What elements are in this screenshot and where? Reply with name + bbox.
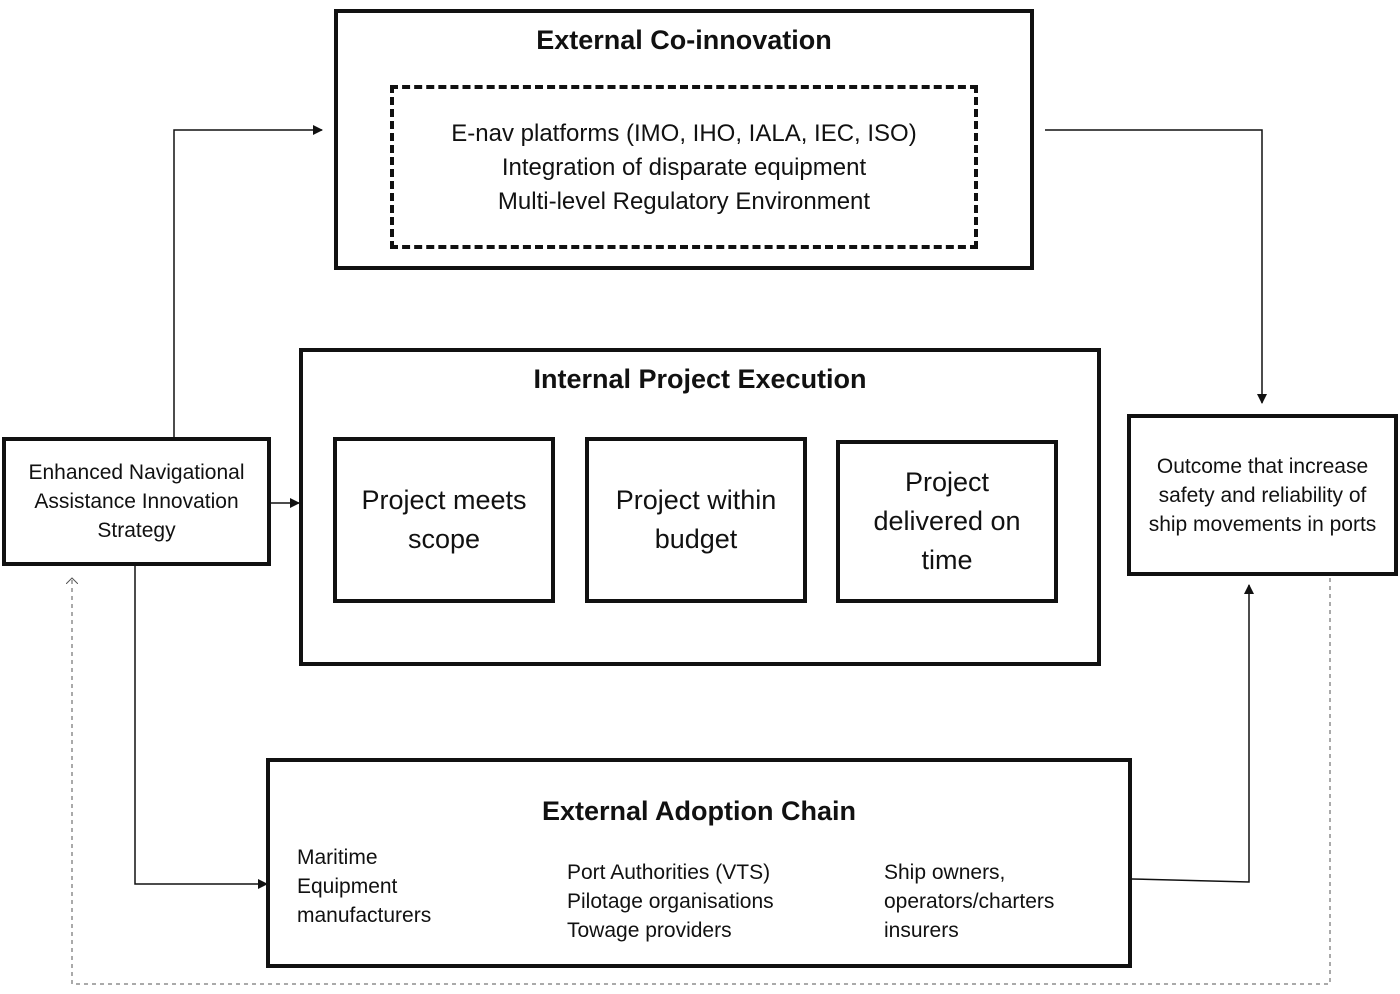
co-innovation-line: E-nav platforms (IMO, IHO, IALA, IEC, IS… [451,120,917,147]
project-time-label: Project delivered on time [873,467,1021,575]
arrow-co-innovation-to-outcome [1045,129,1267,404]
project-budget-box: Project within budget [585,437,807,603]
adoption-stage-line: manufacturers [297,904,432,927]
adoption-chain-title: External Adoption Chain [541,796,856,826]
strategy-box: Enhanced Navigational Assistance Innovat… [2,437,271,566]
project-budget-label: Project within budget [615,485,777,554]
adoption-stage-owners: Ship owners, operators/charters insurers [884,858,1054,945]
arrow-adoption-to-outcome [1131,584,1254,883]
feedback-dashed-line [72,578,1331,985]
adoption-stage-line: Pilotage organisations [567,890,774,913]
co-innovation-dashed-box: E-nav platforms (IMO, IHO, IALA, IEC, IS… [390,85,978,249]
project-scope-label: Project meets scope [361,485,527,554]
project-time-box: Project delivered on time [836,440,1058,603]
co-innovation-line: Integration of disparate equipment [501,154,867,181]
outcome-label: Outcome that increase safety and reliabi… [1148,454,1377,536]
adoption-stage-line: insurers [884,919,959,942]
adoption-stage-line: Ship owners, [884,861,1006,884]
co-innovation-box: External Co-innovation E-nav platforms (… [334,9,1034,270]
adoption-stage-line: Equipment [297,875,398,898]
co-innovation-line: Multi-level Regulatory Environment [497,188,871,215]
adoption-chain-box: External Adoption Chain [266,758,1132,968]
strategy-label: Enhanced Navigational Assistance Innovat… [28,461,245,542]
arrow-strategy-to-co-innovation [173,125,323,440]
adoption-stage-authorities: Port Authorities (VTS) Pilotage organisa… [567,858,774,945]
co-innovation-list: E-nav platforms (IMO, IHO, IALA, IEC, IS… [394,117,974,219]
adoption-stage-line: Port Authorities (VTS) [567,861,771,884]
outcome-box: Outcome that increase safety and reliabi… [1127,414,1398,576]
co-innovation-title: External Co-innovation [536,25,832,55]
adoption-stage-manufacturers: Maritime Equipment manufacturers [297,843,431,930]
arrow-strategy-to-adoption [134,565,268,889]
project-scope-box: Project meets scope [333,437,555,603]
adoption-stage-line: Towage providers [567,919,732,942]
internal-execution-title: Internal Project Execution [533,364,867,394]
adoption-stage-line: operators/charters [884,890,1055,913]
adoption-stage-line: Maritime [297,846,378,869]
